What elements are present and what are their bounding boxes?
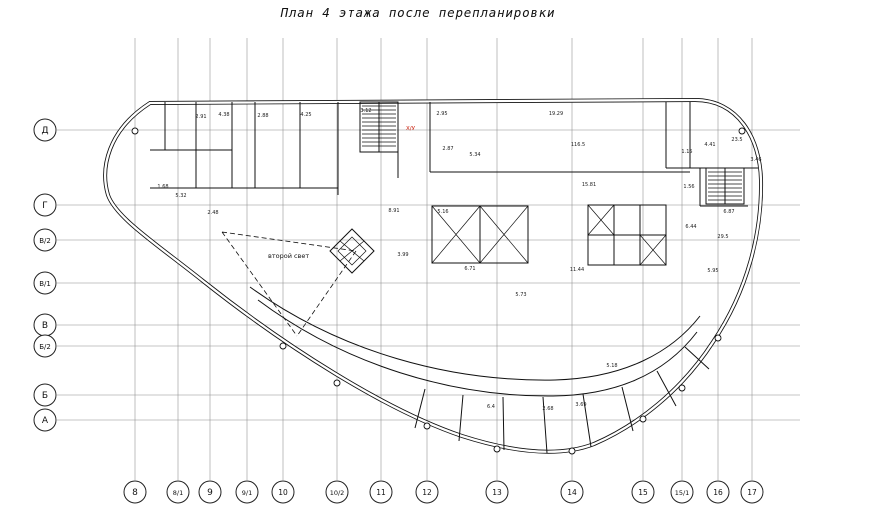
- axis-label-bottom: 9: [207, 488, 213, 498]
- corridor-arc-lower: [257, 299, 698, 397]
- dimension-label: 2.68: [542, 406, 553, 412]
- drawing-title: План 4 этажа после перепланировки: [280, 5, 556, 20]
- axis-label-bottom: 16: [713, 488, 723, 497]
- second-light-dashed-lines: [221, 231, 357, 337]
- axis-label-left: А: [42, 416, 49, 426]
- axis-label-bottom: 11: [376, 488, 386, 497]
- axis-label-left: В: [42, 321, 48, 331]
- axis-bubble-bottom: [740, 480, 764, 504]
- axis-bubble-left: [33, 118, 57, 142]
- axis-label-left: Б: [42, 391, 48, 401]
- building-plan: [103, 97, 764, 455]
- axis-bubble-bottom: [369, 480, 393, 504]
- axis-bubble-bottom: [166, 480, 190, 504]
- axis-label-bottom: 14: [567, 488, 577, 497]
- axis-label-bottom: 12: [422, 488, 432, 497]
- axis-label-left: Г: [42, 201, 48, 211]
- dimension-label: 8.91: [388, 208, 399, 214]
- dimension-label: 6.44: [685, 224, 696, 230]
- axis-label-bottom: 8/1: [173, 489, 183, 497]
- axis-bubble-bottom: [560, 480, 584, 504]
- axis-bubble-bottom: [235, 480, 259, 504]
- axis-label-left: Б/2: [39, 343, 51, 351]
- dimension-label: 23.5: [731, 137, 742, 143]
- dimension-label: 29.5: [717, 234, 728, 240]
- dimension-label: 116.5: [571, 142, 585, 148]
- axis-bubble-left: [33, 334, 57, 358]
- axis-bubble-left: [33, 408, 57, 432]
- axis-bubble-left: [33, 271, 57, 295]
- red-mark-label: Х/У: [406, 126, 416, 132]
- axis-label-bottom: 9/1: [242, 489, 252, 497]
- dimension-label: 2.87: [442, 146, 453, 152]
- axis-bubble-bottom: [670, 480, 694, 504]
- axis-bubble-bottom: [415, 480, 439, 504]
- axis-label-bottom: 13: [492, 488, 502, 497]
- radial-partitions: [414, 346, 710, 454]
- dimension-label: 1.15: [681, 149, 692, 155]
- dimension-label: 2.91: [195, 114, 206, 120]
- axis-bubble-left: [33, 193, 57, 217]
- dimension-label: 6.71: [464, 266, 475, 272]
- dimension-label: 3.12: [360, 108, 371, 114]
- dimension-label: 15.81: [582, 182, 596, 188]
- corridor-arc-upper: [249, 286, 701, 381]
- axis-bubble-left: [33, 228, 57, 252]
- dimension-label: 3.46: [750, 157, 761, 163]
- building-outline-inner: [104, 98, 763, 453]
- dimension-label: 3.69: [575, 402, 586, 408]
- skylight-diamond: [329, 228, 375, 274]
- column-markers: [131, 127, 746, 455]
- axis-label-bottom: 15/1: [675, 489, 690, 497]
- dimension-label: 11.44: [570, 267, 584, 273]
- partition-walls-left: [150, 102, 339, 195]
- dimension-label: 3.99: [397, 252, 408, 258]
- dimension-label: 2.88: [257, 113, 268, 119]
- dimension-label: 2.95: [436, 111, 447, 117]
- axis-bubble-left: [33, 383, 57, 407]
- dimension-label: 4.41: [704, 142, 715, 148]
- dimension-label: 1.68: [157, 184, 168, 190]
- axis-label-bottom: 15: [638, 488, 648, 497]
- axis-label-bottom: 10: [278, 488, 288, 497]
- dimension-label: 5.32: [175, 193, 186, 199]
- axis-label-left: В/2: [39, 237, 51, 245]
- dimension-label: 5.16: [437, 209, 448, 215]
- axis-label-left: Д: [41, 126, 48, 136]
- axis-bubble-bottom: [485, 480, 509, 504]
- axis-bubble-bottom: [198, 480, 222, 504]
- axis-bubble-bottom: [325, 480, 349, 504]
- stairwell-top: [359, 101, 399, 178]
- dimension-label: 19.29: [549, 111, 563, 117]
- dimension-label: 1.56: [683, 184, 694, 190]
- elevator-core-a: [431, 205, 529, 264]
- dimension-label: 2.48: [207, 210, 218, 216]
- dimension-label: 5.18: [606, 363, 617, 369]
- axis-label-bottom: 10/2: [330, 489, 345, 497]
- axis-bubble-bottom: [631, 480, 655, 504]
- axis-bubble-bottom: [271, 480, 295, 504]
- service-core-b: [587, 204, 667, 266]
- dimension-label: 6.87: [723, 209, 734, 215]
- dimension-labels-group: 2.91 4.38 2.88 4.25 3.12 2.95 19.29 2.87 5.34 116…: [157, 108, 761, 412]
- second-light-label: второй свет: [268, 252, 309, 260]
- dimension-label: 5.73: [515, 292, 526, 298]
- dimension-label: 5.95: [707, 268, 718, 274]
- axis-bubbles: Д Г В/2В/1В Б/2Б А 8 8/1 9 9/1 10 10/2 11 12 13 14 15 15…: [33, 118, 764, 504]
- axis-label-bottom: 8: [132, 488, 138, 498]
- stairwell-right: [705, 167, 745, 205]
- axis-label-left: В/1: [39, 280, 51, 288]
- axis-bubble-bottom: [706, 480, 730, 504]
- axis-label-bottom: 17: [747, 488, 757, 497]
- dimension-label: 4.25: [300, 112, 311, 118]
- dimension-label: 5.34: [469, 152, 480, 158]
- dimension-label: 4.38: [218, 112, 229, 118]
- axis-bubble-bottom: [123, 480, 147, 504]
- dimension-label: 6.4: [487, 404, 495, 410]
